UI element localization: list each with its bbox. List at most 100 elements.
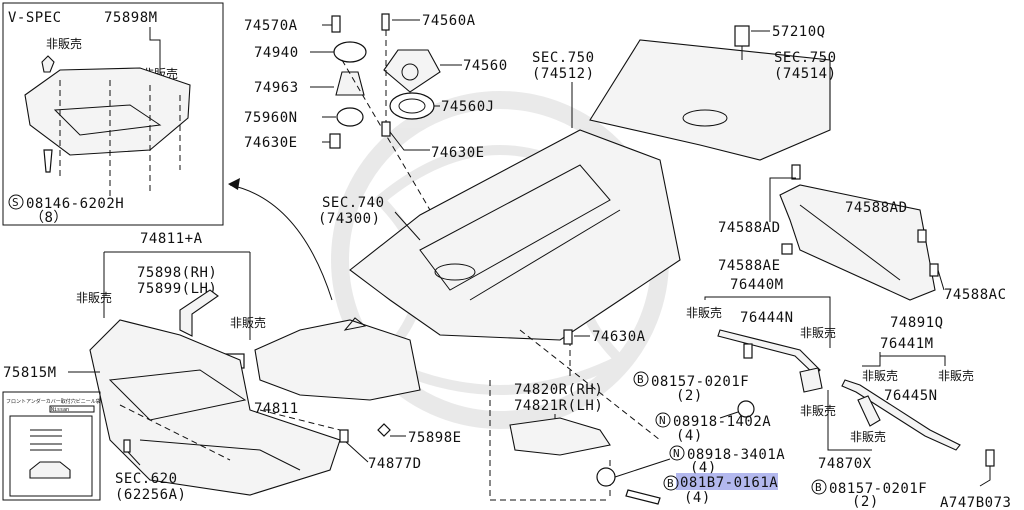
label-not-for-sale-4: 非販売 (800, 325, 836, 340)
label-74870X: 74870X (818, 456, 872, 472)
carpet-74514 (589, 39, 831, 161)
bracket-75898-icon (179, 289, 219, 337)
label-08918-1402A-qty: (4) (676, 428, 703, 444)
label-74811: 74811 (254, 401, 299, 417)
front-undercover-group: 74811+A 75898(RH) 75899(LH) 非販売 非販売 7581… (3, 231, 462, 503)
label-74570A: 74570A (244, 18, 298, 34)
label-74811A: 74811+A (140, 231, 203, 247)
svg-text:B: B (815, 481, 822, 494)
svg-text:B: B (667, 477, 674, 490)
label-08157-0201F-b-qty: (2) (852, 494, 879, 510)
label-08157-0201F-a: 08157-0201F (651, 374, 749, 390)
label-74963: 74963 (254, 80, 299, 96)
inset-bolt-icon (43, 149, 53, 173)
label-not-for-sale-5: 非販売 (862, 368, 898, 383)
label-sec750-a: SEC.750 (532, 50, 595, 66)
label-sec750-a-sub: (74512) (532, 66, 595, 82)
label-08157-0201F-b: 08157-0201F (829, 481, 927, 497)
label-74588AE: 74588AE (718, 258, 781, 274)
floor-74300 (349, 129, 681, 341)
highlight-081B7-0161A[interactable] (676, 473, 778, 490)
bolt-08157a-icon (743, 343, 753, 359)
plug-74630E-left-icon (329, 133, 341, 149)
label-081B7-0161A[interactable]: 081B7-0161A (680, 475, 778, 491)
brace-76440M: 76440M 非販売 76444N 非販売 (686, 277, 836, 393)
mount-stack-right: 74560A 74560 74560J 74630E (381, 13, 508, 161)
label-not-for-sale-2: 非販売 (230, 315, 266, 330)
bracket-76444N-icon (799, 367, 823, 393)
clip-75898E-icon (377, 423, 391, 437)
label-not-for-sale-6: 非販売 (938, 368, 974, 383)
heatshield-74588-icon (779, 184, 936, 301)
label-74560A: 74560A (422, 13, 476, 29)
mount-stack: 74570A 74940 74963 75960N 74630E (244, 15, 431, 211)
label-76444N: 76444N (740, 310, 794, 326)
bolt-081B7-icon (625, 489, 661, 505)
clip-57210Q-icon (734, 25, 750, 47)
label-08918-3401A-qty: (4) (690, 460, 717, 476)
svg-text:B: B (637, 373, 644, 386)
inset-bolt-circle (8, 194, 24, 210)
inset-arrowhead (228, 178, 240, 190)
label-sec750-b: SEC.750 (774, 50, 837, 66)
label-76440M: 76440M (730, 277, 784, 293)
label-75960N: 75960N (244, 110, 298, 126)
ring-74560J-icon (389, 92, 435, 120)
label-74588AD-left: 74588AD (718, 220, 781, 236)
inset-part-75898M: 75898M (104, 10, 158, 26)
inset-undercover (24, 67, 191, 156)
heatshield-74588: 74588AD 74588AD 74588AE 74588AC (718, 164, 1007, 303)
inset-border (2, 2, 224, 226)
label-card-frame (9, 415, 93, 497)
label-75898RH: 75898(RH) (137, 265, 217, 281)
label-not-for-sale-8: 非販売 (850, 429, 886, 444)
bolt-08157b-icon (985, 449, 995, 467)
label-75899LH: 75899(LH) (137, 281, 217, 297)
label-76445N: 76445N (884, 388, 938, 404)
label-76441M: 76441M (880, 336, 934, 352)
svg-text:N: N (659, 414, 666, 427)
brace-76445N-icon (841, 379, 961, 451)
bracket-76445N-icon (857, 395, 881, 427)
bracket-74560-icon (383, 49, 441, 93)
label-card: フロントアンダーカバー取付穴ビニール袋 Nissan (2, 391, 101, 501)
nut-74588AE-icon (781, 243, 793, 255)
inset-bolt-part: 08146-6202H (26, 196, 124, 212)
inset-variant: V-SPEC (8, 10, 62, 26)
sec750-carpet: 57210Q SEC.750 (74512) SEC.750 (74514) (532, 24, 837, 161)
label-sec740-sub: (74300) (318, 211, 381, 227)
clip-74877D-icon (339, 429, 349, 443)
inset-clip (41, 55, 55, 73)
label-sec620: SEC.620 (115, 471, 178, 487)
label-sec750-b-sub: (74514) (774, 66, 837, 82)
diagram-id: A747B073 (940, 495, 1011, 510)
label-74588AC: 74588AC (944, 287, 1007, 303)
inset-vspec: V-SPEC 75898M 非販売 非販売 S 08146-6202H （8） (2, 2, 224, 226)
label-74630E-right: 74630E (431, 145, 485, 161)
nut-08918-3401A-icon (596, 467, 616, 487)
label-74630A: 74630A (592, 329, 646, 345)
label-74588AD-right: 74588AD (845, 200, 908, 216)
inset-not-for-sale-a: 非販売 (46, 36, 82, 51)
label-not-for-sale-3: 非販売 (686, 305, 722, 320)
label-74560: 74560 (463, 58, 508, 74)
label-74820R: 74820R(RH) (514, 382, 603, 398)
label-75898E: 75898E (408, 430, 462, 446)
plug-74630E-right-icon (381, 121, 391, 137)
label-not-for-sale-7: 非販売 (800, 403, 836, 418)
label-74940: 74940 (254, 45, 299, 61)
mount-75960N-icon (336, 107, 364, 127)
label-75815M: 75815M (3, 365, 57, 381)
inset-pointer-arrow (229, 184, 333, 301)
label-74877D: 74877D (368, 456, 422, 472)
label-57210Q: 57210Q (772, 24, 826, 40)
inset-bolt-qty: （8） (30, 210, 68, 226)
label-sec620-sub: (62256A) (115, 487, 186, 503)
label-74821R: 74821R(LH) (514, 398, 603, 414)
circle-B-2 (663, 475, 679, 491)
label-card-title: フロントアンダーカバー取付穴ビニール袋 (6, 398, 101, 405)
circle-N-2 (669, 445, 685, 461)
brace-76441M: 74891Q 76441M 非販売 非販売 76445N 非販売 非販売 748… (800, 315, 995, 487)
svg-text:N: N (673, 447, 680, 460)
